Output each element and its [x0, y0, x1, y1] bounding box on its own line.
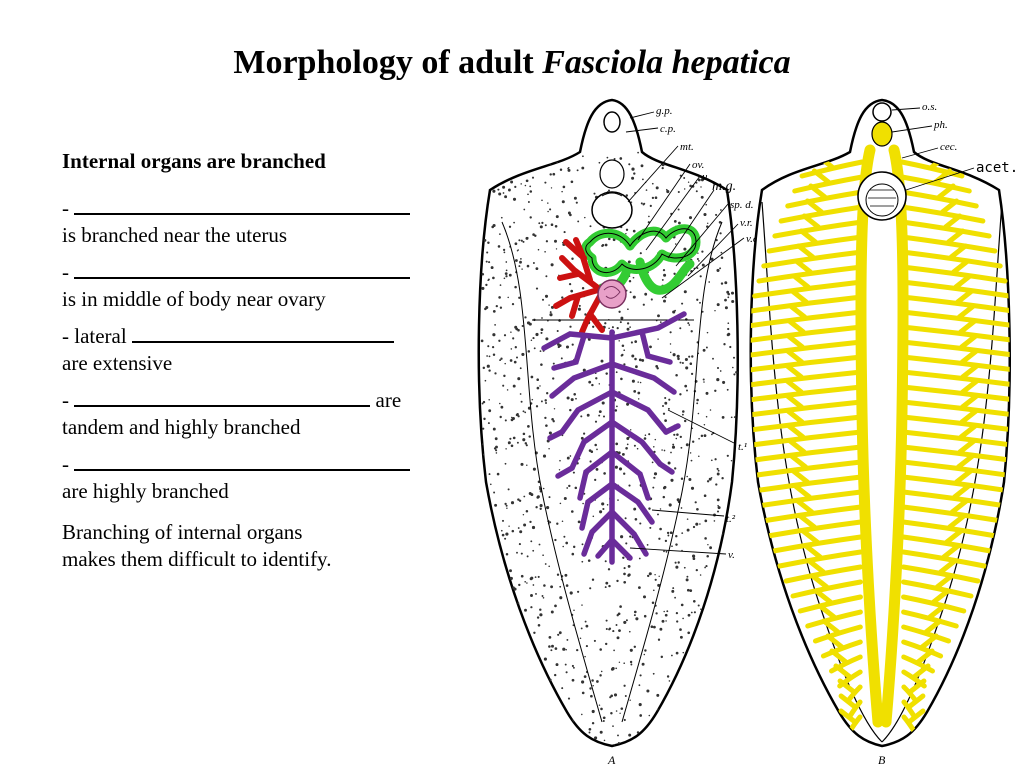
label-v: v.	[728, 549, 735, 561]
note-item-2: - is in middle of body near ovary	[62, 259, 442, 313]
label-ov: ov.	[692, 159, 704, 171]
fluke-illustration: g.p. c.p. mt. ov. u. m.g. sp. d. v.r. v.…	[462, 92, 1024, 768]
title-prefix: Morphology of adult	[233, 44, 543, 81]
note-item-5-blank	[74, 453, 411, 471]
label-spd: sp. d.	[730, 199, 754, 211]
label-acet: acet.	[976, 160, 1018, 176]
note-item-1: - is branched near the uterus	[62, 195, 442, 249]
note-item-4-pre: -	[62, 388, 75, 412]
notes-panel: Internal organs are branched - is branch…	[62, 148, 442, 583]
page-title: Morphology of adult Fasciola hepatica	[0, 44, 1024, 82]
note-item-3: - lateral are extensive	[62, 323, 442, 377]
shell-gland-red	[553, 237, 605, 335]
note-item-1-pre: -	[62, 196, 75, 220]
note-item-5-pre: -	[62, 452, 75, 476]
label-u: u.	[702, 171, 710, 183]
note-item-5: - are highly branched	[62, 451, 442, 505]
label-t2: t.²	[726, 513, 736, 525]
note-item-2-pre: -	[62, 260, 75, 284]
note-item-5-line2: are highly branched	[62, 479, 229, 503]
note-item-3-blank	[131, 325, 394, 343]
fluke-b-outline	[749, 98, 1011, 748]
note-item-3-line2: are extensive	[62, 351, 173, 375]
note-item-4-post: are	[370, 388, 402, 412]
notes-closing-line1: Branching of internal organs	[62, 520, 303, 544]
fluke-a-leaders	[625, 111, 745, 555]
title-species: Fasciola hepatica	[542, 44, 791, 81]
testes-purple	[541, 311, 687, 565]
note-item-1-blank	[74, 197, 411, 215]
ceca-yellow	[750, 153, 1010, 734]
label-mg: m.g.	[712, 179, 736, 194]
ovary-pink	[597, 279, 627, 309]
note-item-2-line2: is in middle of body near ovary	[62, 287, 326, 311]
notes-closing-line2: makes them difficult to identify.	[62, 547, 332, 571]
fluke-b-leaders	[891, 107, 975, 191]
label-os: o.s.	[922, 101, 937, 113]
fluke-b	[749, 98, 1011, 748]
label-mt: mt.	[680, 141, 694, 153]
note-item-4: - are tandem and highly branched	[62, 387, 442, 441]
label-cec: cec.	[940, 141, 957, 153]
acetabulum	[857, 171, 907, 221]
label-gp: g.p.	[656, 105, 673, 117]
label-t1: t.¹	[738, 441, 747, 453]
fluke-a	[477, 98, 745, 748]
panel-label-b: B	[878, 753, 886, 767]
label-ph: ph.	[933, 119, 948, 131]
label-cp: c.p.	[660, 123, 676, 135]
note-item-2-blank	[74, 261, 411, 279]
label-vr: v.r.	[740, 217, 753, 229]
panel-label-a: A	[607, 753, 616, 767]
note-item-4-line2: tandem and highly branched	[62, 415, 301, 439]
note-item-3-pre: - lateral	[62, 324, 132, 348]
fluke-diagram-svg: g.p. c.p. mt. ov. u. m.g. sp. d. v.r. v.…	[477, 98, 1018, 767]
note-item-4-blank	[74, 389, 371, 407]
note-item-1-line2: is branched near the uterus	[62, 223, 288, 247]
notes-heading: Internal organs are branched	[62, 149, 326, 173]
notes-closing: Branching of internal organs makes them …	[62, 519, 442, 573]
